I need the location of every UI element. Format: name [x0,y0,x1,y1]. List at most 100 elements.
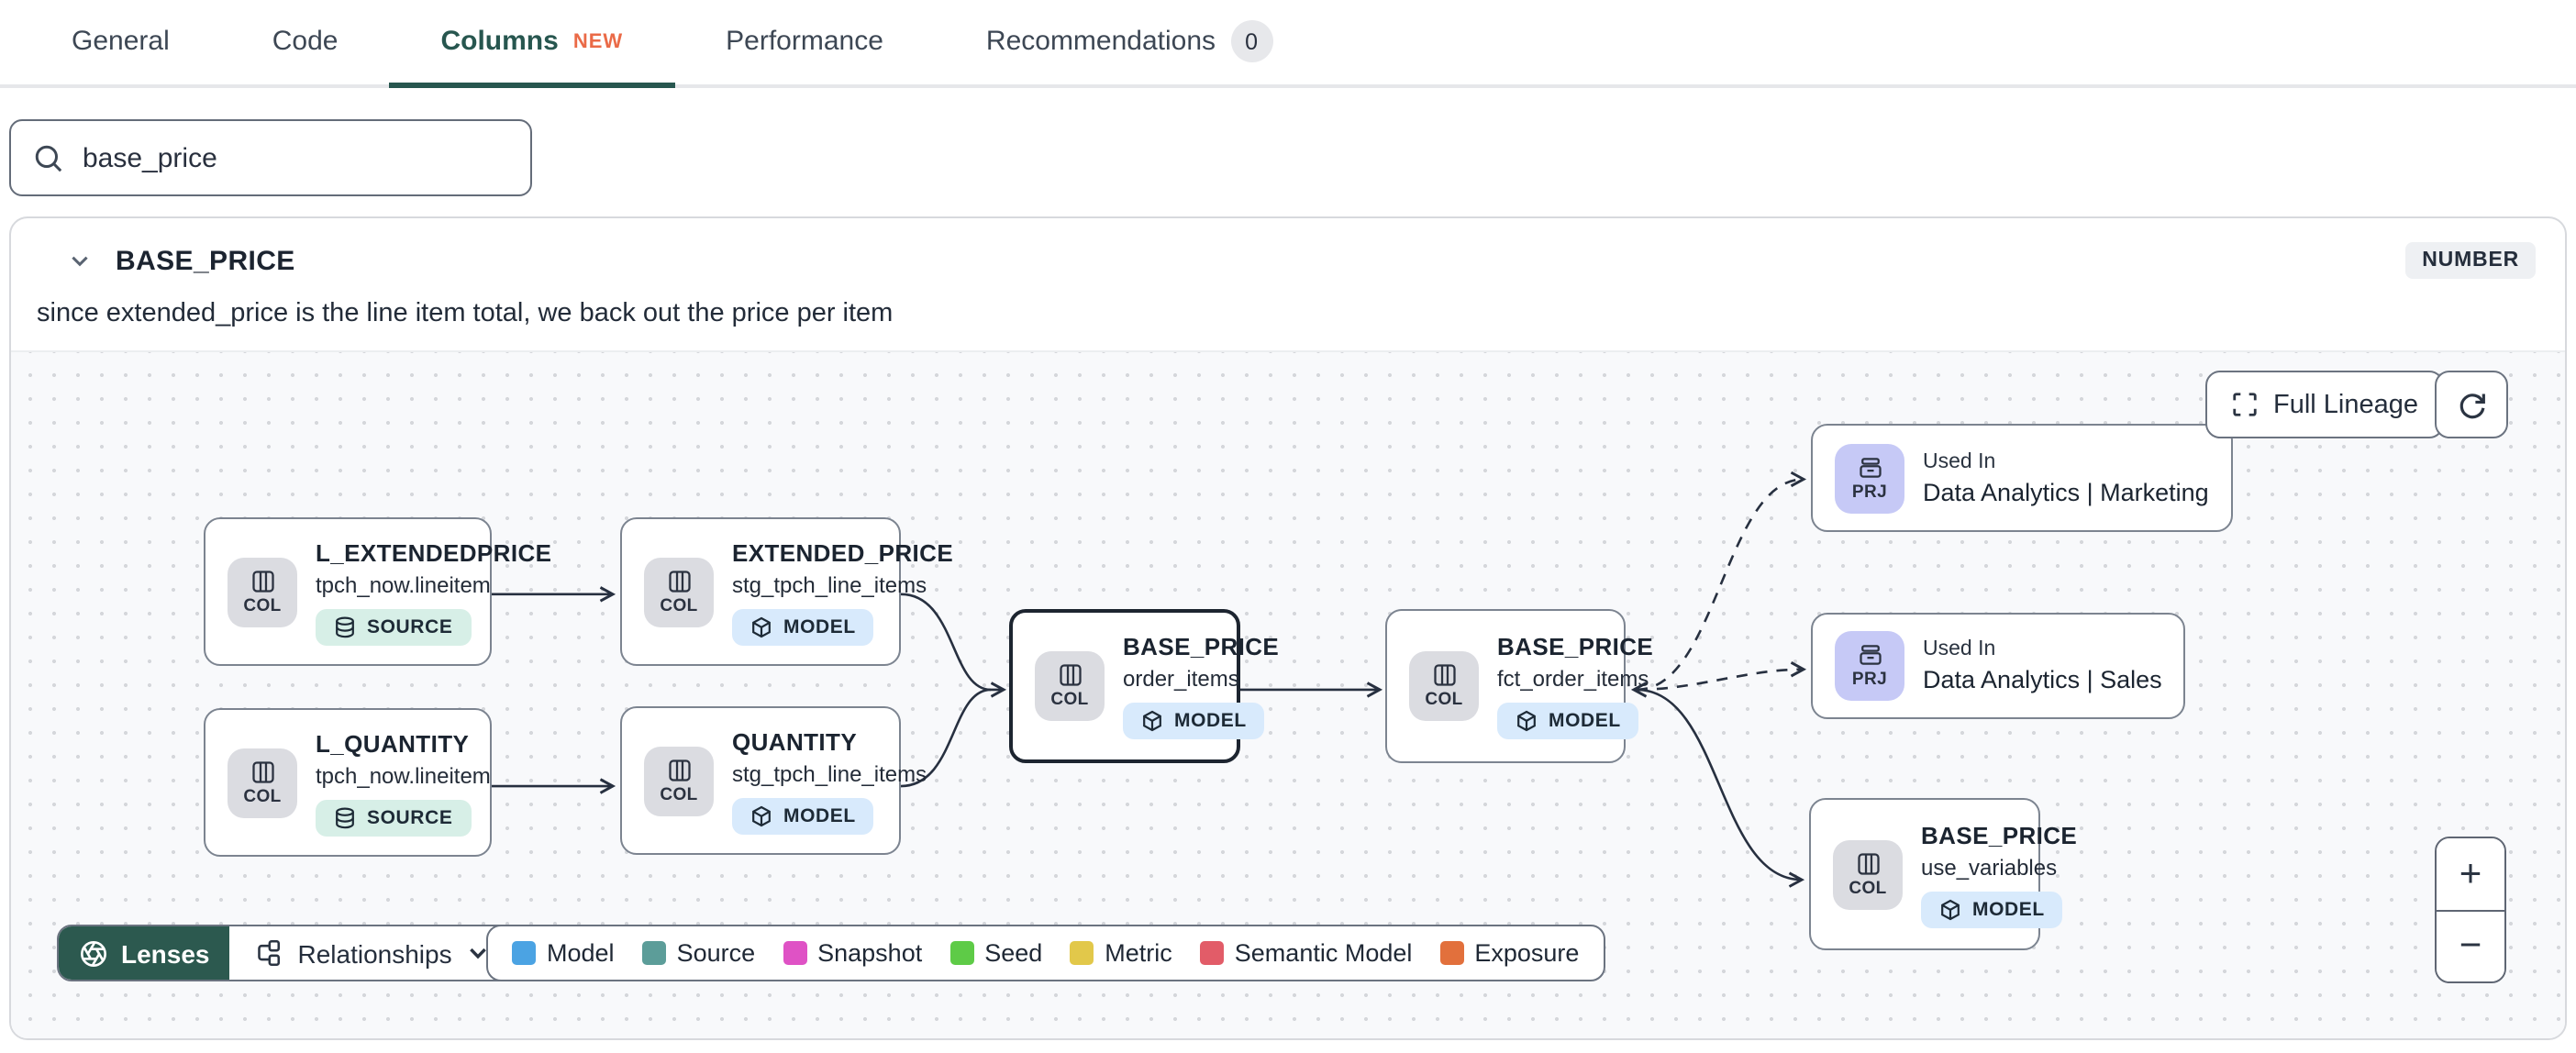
collapse-chevron-icon[interactable] [68,249,92,272]
node-body: Used In Data Analytics | Marketing [1923,450,2209,505]
tab-performance[interactable]: Performance [674,0,935,88]
tab-label: Columns [440,26,559,57]
legend-label: Seed [984,939,1043,967]
resource-type-badge: MODEL [732,797,874,834]
project-icon [1859,645,1881,665]
columns-icon [668,759,690,781]
edge-extendedprice-baseprice [900,593,992,692]
lineage-node-base-price-fct-order-items[interactable]: COL BASE_PRICE fct_order_items MODEL [1385,609,1653,763]
edge-fct-sales [1636,661,1807,692]
aperture-icon [81,940,106,966]
chip-label: COL [1425,690,1463,710]
search-input[interactable] [83,142,508,173]
legend-item-source: Source [641,939,756,967]
node-subtitle: tpch_now.lineitem [316,762,491,788]
recommendations-count-badge: 0 [1230,20,1273,62]
badge-label: SOURCE [367,615,453,637]
cube-icon [752,804,771,826]
legend-swatch [641,941,666,965]
column-chip: COL [1035,651,1105,721]
legend-swatch [512,941,536,965]
full-lineage-button[interactable]: Full Lineage [2205,371,2444,438]
legend-item-snapshot: Snapshot [783,939,922,967]
badge-label: MODEL [783,804,856,826]
legend-item-metric: Metric [1070,939,1172,967]
legend-label: Metric [1105,939,1172,967]
badge-label: MODEL [1972,898,2045,920]
resource-type-badge: MODEL [732,608,874,645]
lineage-canvas[interactable]: COL L_EXTENDEDPRICE tpch_now.lineitem SO… [11,350,2565,1038]
column-type-badge: NUMBER [2405,242,2536,279]
edge-fct-usevariables [1636,688,1805,888]
resource-type-badge: MODEL [1123,703,1265,739]
badge-label: MODEL [1174,710,1247,732]
search-bar [0,88,2576,196]
node-body: L_QUANTITY tpch_now.lineitem SOURCE [316,729,491,836]
tab-bar: General Code Columns NEW Performance Rec… [0,0,2576,88]
relationships-dropdown[interactable]: Relationships [229,926,513,980]
lenses-button[interactable]: Lenses [59,926,230,980]
cube-icon [1941,898,1960,920]
node-title: Data Analytics | Marketing [1923,478,2209,505]
node-subtitle: fct_order_items [1497,666,1649,692]
legend-swatch [949,941,974,965]
chevron-down-icon [470,948,487,959]
node-subtitle: order_items [1123,666,1239,692]
resource-type-badge: SOURCE [316,799,472,836]
legend-item-model: Model [512,939,615,967]
node-subtitle: tpch_now.lineitem [316,571,491,597]
resource-type-badge: SOURCE [316,608,472,645]
columns-icon [1059,664,1081,686]
tab-code[interactable]: Code [221,0,390,88]
node-title: EXTENDED_PRICE [732,538,954,566]
lenses-label: Lenses [121,938,210,968]
lineage-node-quantity[interactable]: COL QUANTITY stg_tpch_line_items MODEL [620,706,927,855]
resource-type-badge: MODEL [1497,703,1639,739]
column-name: BASE_PRICE [116,245,295,276]
columns-icon [251,570,273,592]
tab-general[interactable]: General [20,0,221,88]
zoom-controls: + − [2435,837,2506,983]
lineage-node-l-extendedprice[interactable]: COL L_EXTENDEDPRICE tpch_now.lineitem SO… [204,517,551,666]
search-box[interactable] [9,119,532,196]
zoom-out-button[interactable]: − [2437,910,2504,981]
chip-label: COL [1849,878,1887,898]
columns-icon [1857,852,1879,874]
node-body: EXTENDED_PRICE stg_tpch_line_items MODEL [732,538,953,645]
tab-columns[interactable]: Columns NEW [389,0,675,88]
cube-icon [1143,710,1161,732]
cube-icon [752,615,771,637]
lineage-node-extended-price[interactable]: COL EXTENDED_PRICE stg_tpch_line_items M… [620,517,953,666]
chip-label: COL [243,786,282,806]
legend-swatch [1070,941,1094,965]
column-chip: COL [228,748,297,817]
lenses-control: Lenses Relationships [57,925,515,981]
lineage-node-l-quantity[interactable]: COL L_QUANTITY tpch_now.lineitem SOURCE [204,708,492,857]
column-chip: COL [1409,651,1479,721]
legend-label: Source [676,939,756,967]
node-title: Data Analytics | Sales [1923,666,2162,693]
lineage-edges [492,471,1807,888]
legend-item-seed: Seed [949,939,1042,967]
node-subtitle: stg_tpch_line_items [732,571,927,597]
lineage-node-base-price-use-variables[interactable]: COL BASE_PRICE use_variables MODEL [1809,798,2077,950]
legend-item-exposure: Exposure [1439,939,1579,967]
lineage-node-base-price-order-items[interactable]: COL BASE_PRICE order_items MODEL [1009,609,1279,763]
column-chip: COL [644,746,714,815]
zoom-in-button[interactable]: + [2437,838,2504,910]
legend-label: Semantic Model [1234,939,1413,967]
columns-icon [251,760,273,782]
badge-label: SOURCE [367,806,453,828]
legend-label: Exposure [1474,939,1580,967]
lineage-node-used-in-sales[interactable]: PRJ Used In Data Analytics | Sales [1811,613,2186,719]
tab-recommendations[interactable]: Recommendations 0 [935,0,1324,88]
resource-type-badge: MODEL [1921,891,2063,927]
node-subtitle: use_variables [1921,854,2058,880]
refresh-button[interactable] [2435,371,2508,438]
legend-swatch [1439,941,1464,965]
chip-label: COL [1050,690,1089,710]
columns-icon [668,570,690,592]
chip-label: PRJ [1851,482,1888,502]
lineage-node-used-in-marketing[interactable]: PRJ Used In Data Analytics | Marketing [1811,424,2233,532]
column-description: since extended_price is the line item to… [37,299,894,328]
